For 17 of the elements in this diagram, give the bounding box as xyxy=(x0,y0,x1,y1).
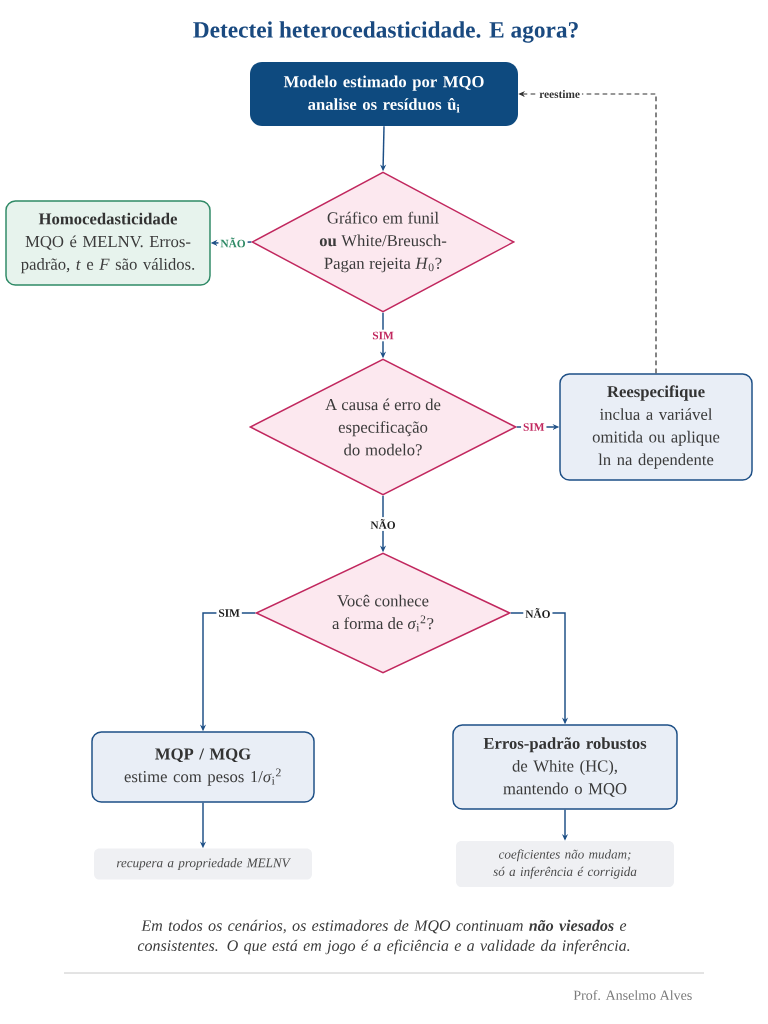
process-box: Modelo estimado por MQO analise os resíduos û$_{i}$ xyxy=(250,62,518,126)
edge-label: SIM xyxy=(216,607,242,619)
outcome-box: Homocedasticidade MQO é MELNV. Erros-padrão, t e F são válidos. xyxy=(5,200,211,286)
note-box: recupera a propriedade MELNV xyxy=(94,848,312,880)
process-box: Erros-padrão robustos de White (HC), mantendo o MQO xyxy=(452,724,678,810)
edge-label: NÃO xyxy=(218,235,248,250)
edge-label: SIM xyxy=(521,421,547,433)
caption: Em todos os cenários, os estimadores de MQO continuam não viesados e consistentes. O que está em jogo é a eficiência e a validade da inferência. xyxy=(137,919,630,955)
edge-label: reestime xyxy=(537,88,582,100)
process-box: Reespecifique inclua a variável omitida ou aplique ln na dependente xyxy=(559,373,753,481)
edge-label: NÃO xyxy=(523,606,553,620)
title: Detectei heterocedasticidade. E agora? xyxy=(193,21,578,43)
author-credit: Prof. Anselmo Alves xyxy=(573,990,692,1001)
edge-label: SIM xyxy=(370,329,396,342)
edge-label: NÃO xyxy=(368,517,398,531)
note-box: coeficientes não mudam; só a inferência é corrigida xyxy=(456,841,674,887)
process-box: MQP / MQG estime com pesos 1/σ$_{i}$2 xyxy=(91,731,315,803)
